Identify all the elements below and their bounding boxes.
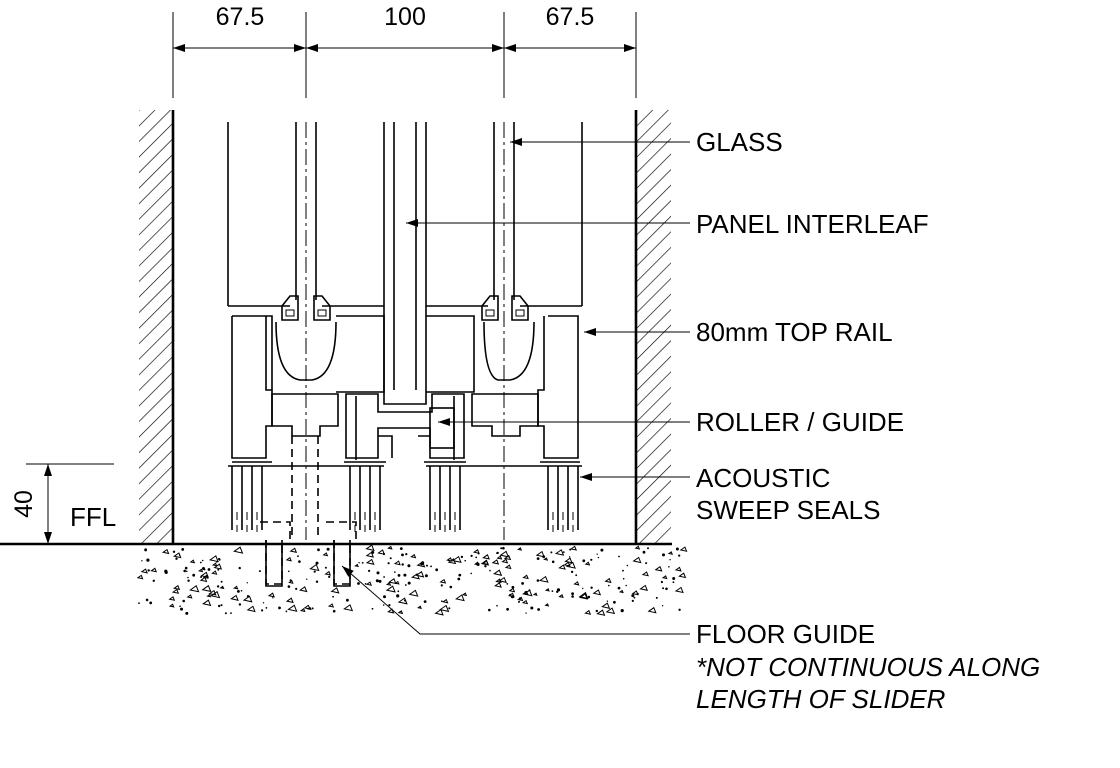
note-length-of-slider: LENGTH OF SLIDER [696, 684, 945, 714]
sweep-seals [231, 466, 579, 532]
floor-slab [0, 542, 688, 616]
label-floor-guide: FLOOR GUIDE [696, 619, 875, 649]
label-roller-guide: ROLLER / GUIDE [696, 407, 904, 437]
note-not-continuous: *NOT CONTINUOUS ALONG [696, 652, 1040, 682]
ffl-label: FFL [70, 502, 116, 532]
concrete-speckle [136, 544, 688, 616]
floor-level-dimension: 40 FFL [10, 463, 116, 544]
dim-floor-offset: 40 [10, 490, 38, 518]
label-glass: GLASS [696, 127, 783, 157]
glass-panels [227, 122, 583, 540]
label-top-rail: 80mm TOP RAIL [696, 317, 893, 347]
top-dimension-chain: 67.5 100 67.5 [172, 3, 637, 98]
dim-left-module: 67.5 [216, 3, 265, 31]
dim-right-module: 67.5 [546, 3, 595, 31]
label-sweep-seals: SWEEP SEALS [696, 495, 881, 525]
left-wall [139, 110, 175, 544]
right-wall [634, 110, 671, 544]
floor-guides [260, 436, 357, 587]
dim-centre-module: 100 [384, 3, 426, 31]
rail-profiles [228, 295, 582, 467]
label-acoustic: ACOUSTIC [696, 463, 830, 493]
callout-labels: GLASS PANEL INTERLEAF 80mm TOP RAIL ROLL… [696, 127, 1040, 714]
leader-lines [341, 138, 690, 635]
label-panel-interleaf: PANEL INTERLEAF [696, 209, 929, 239]
